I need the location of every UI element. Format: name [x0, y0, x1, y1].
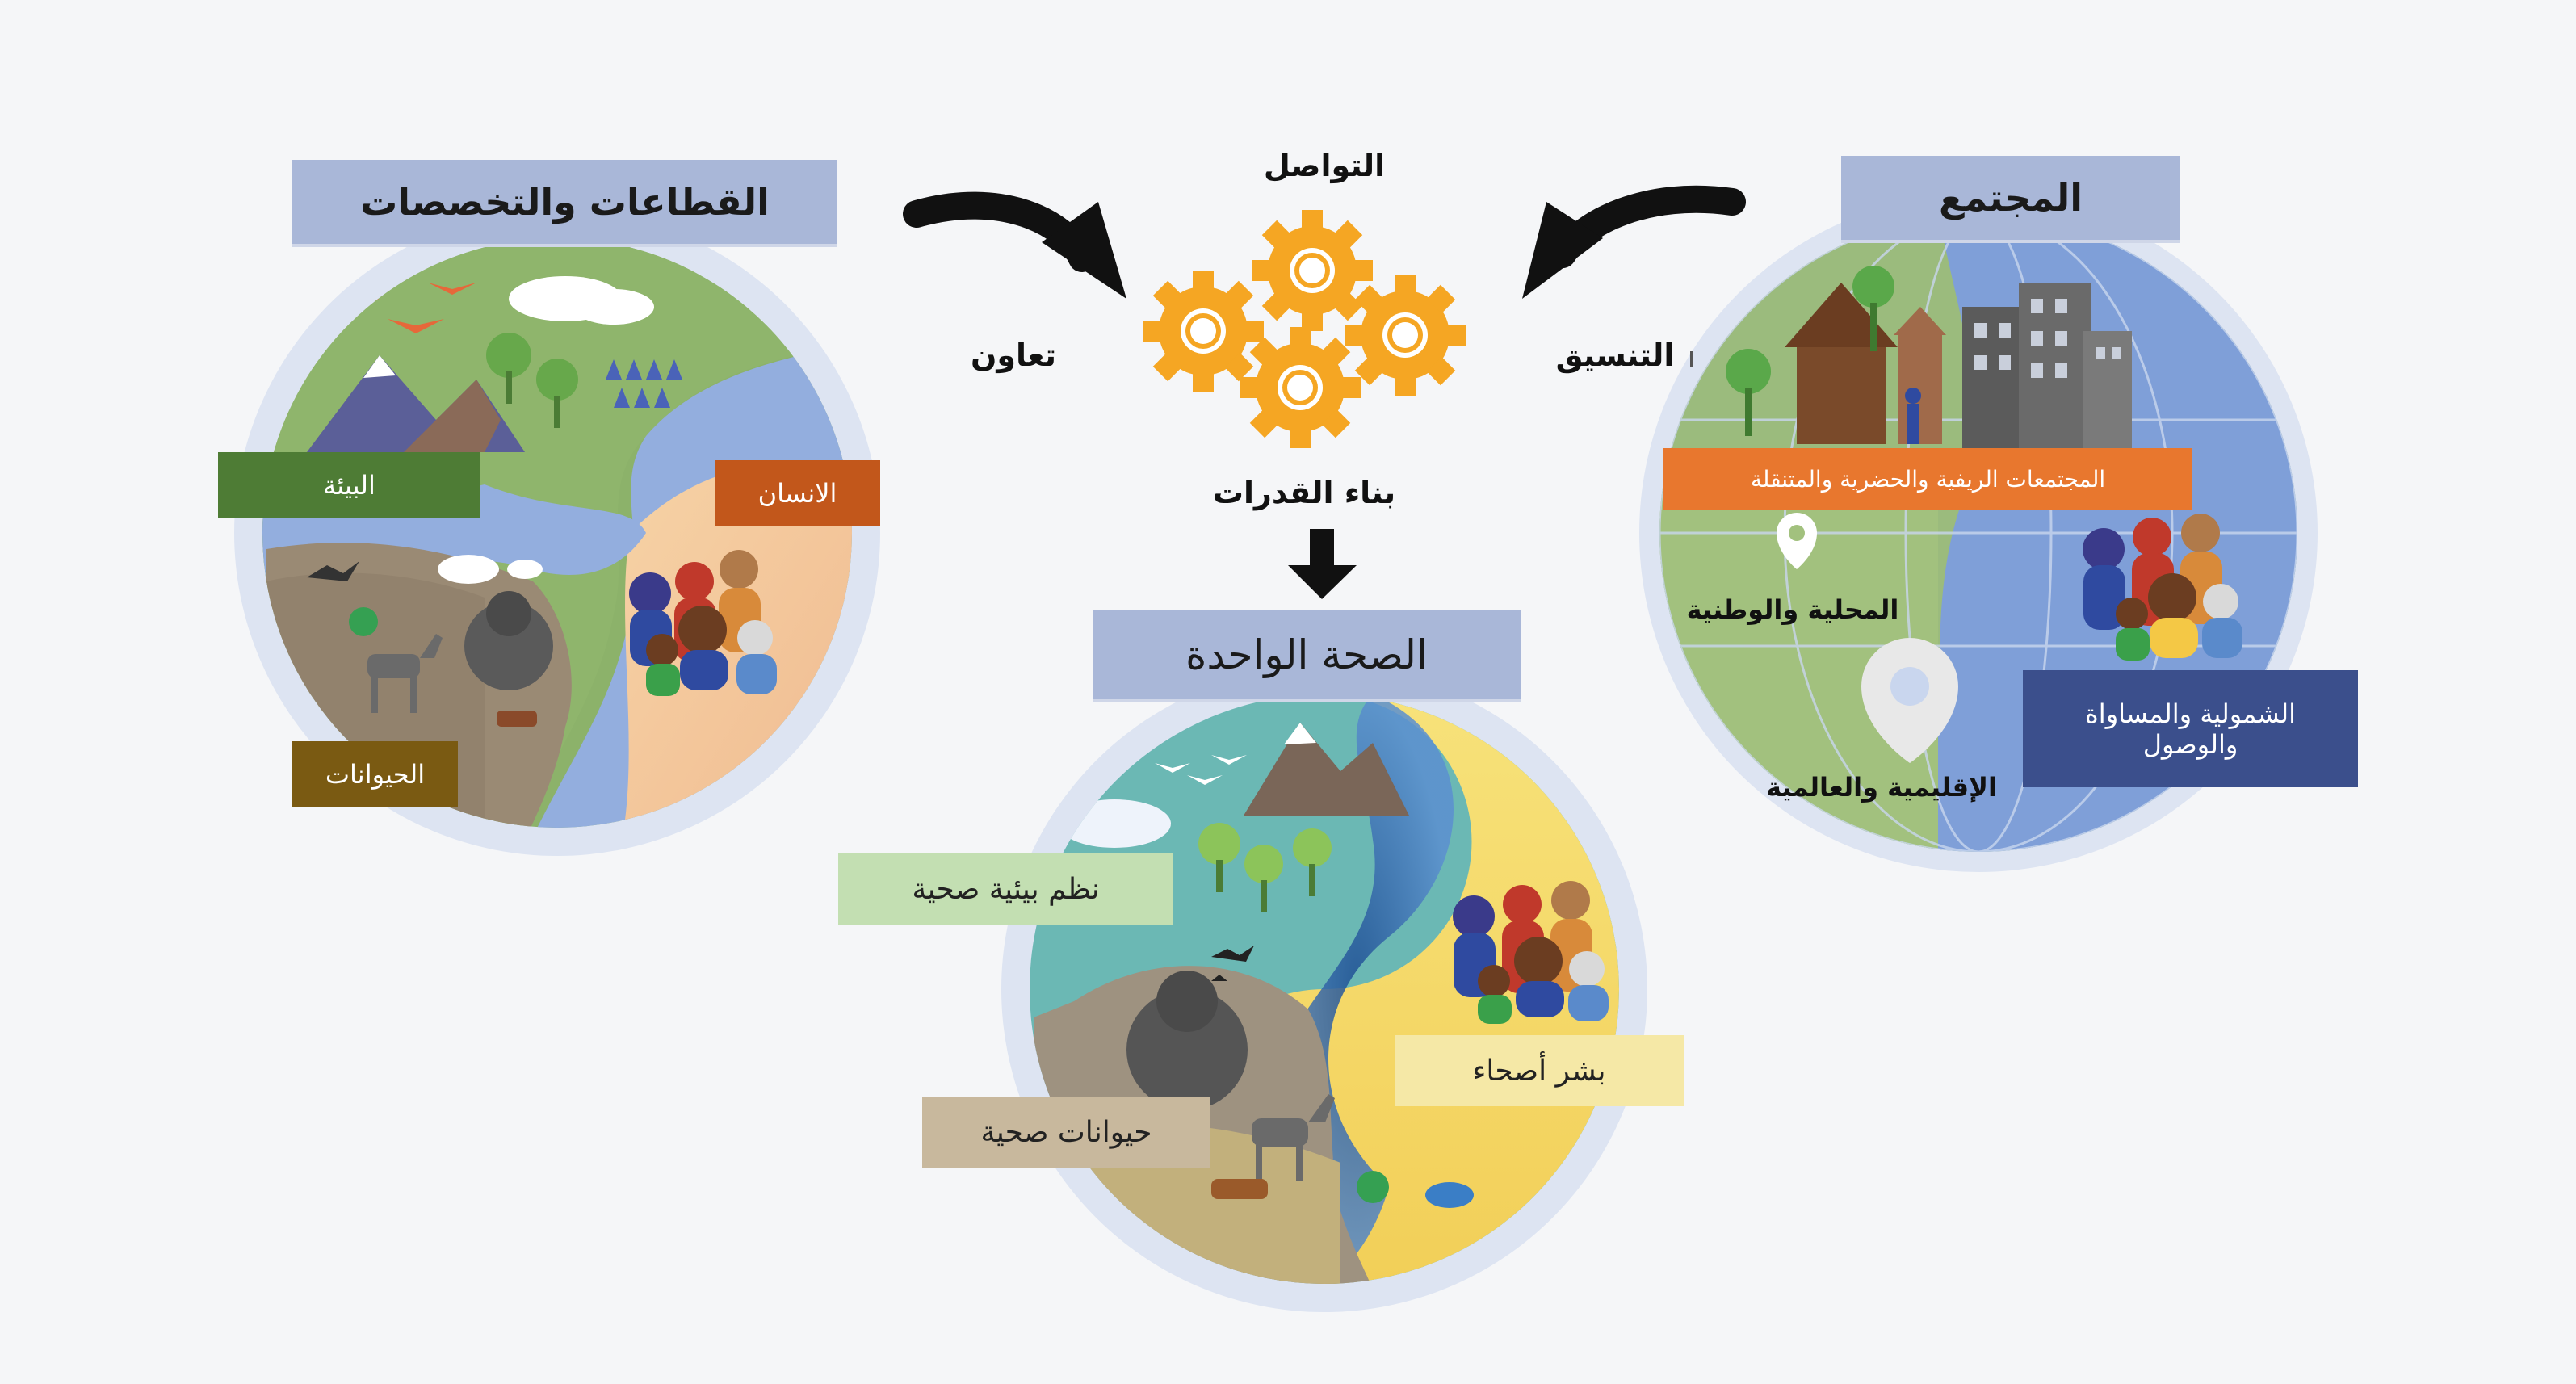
local-national-label: المحلية والوطنية — [1686, 594, 1899, 625]
humans-tag: الانسان — [715, 460, 880, 526]
animals-tag: الحيوانات — [292, 741, 458, 807]
left-curved-arrow — [903, 191, 1126, 299]
tick-mark — [1690, 351, 1693, 367]
down-arrow — [1288, 529, 1357, 599]
inclusion-tag: الشمولية والمساواة والوصول — [2023, 670, 2358, 787]
healthy-animals-tag: حيوانات صحية — [922, 1097, 1210, 1168]
inclusion-line-2: والوصول — [2142, 728, 2238, 760]
coordination-label: التنسيق — [1555, 338, 1675, 373]
sectors-header: القطاعات والتخصصات — [292, 160, 837, 244]
communication-label: التواصل — [1263, 148, 1386, 183]
right-curved-arrow — [1522, 185, 1746, 299]
one-health-header: الصحة الواحدة — [1093, 610, 1521, 699]
communities-tag: المجتمعات الريفية والحضرية والمتنقلة — [1663, 448, 2192, 510]
inclusion-line-1: الشمولية والمساواة — [2085, 698, 2296, 729]
gears-icon — [1143, 210, 1466, 448]
environment-tag: البيئة — [218, 452, 480, 518]
capacity-building-label: بناء القدرات — [1212, 475, 1396, 510]
community-header: المجتمع — [1841, 156, 2180, 240]
healthy-ecosystems-tag: نظم بيئية صحية — [838, 853, 1173, 925]
cooperation-label: تعاون — [970, 338, 1057, 373]
healthy-people-tag: بشر أصحاء — [1395, 1035, 1684, 1106]
one-health-globe — [1001, 666, 1647, 1312]
regional-global-label: الإقليمية والعالمية — [1766, 772, 1997, 803]
